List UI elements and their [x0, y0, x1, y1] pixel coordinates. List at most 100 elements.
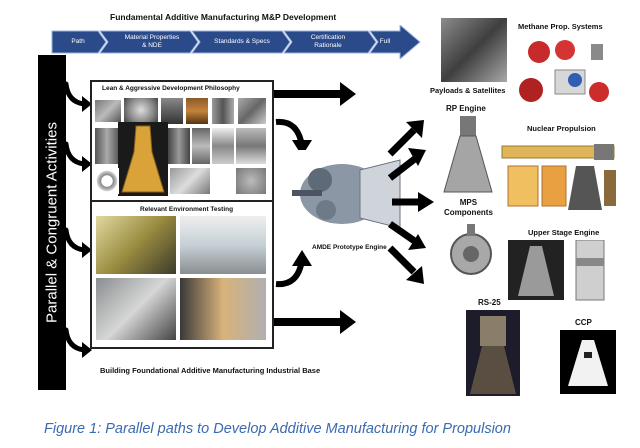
engine-pump-1: [308, 168, 332, 192]
step-path-label: Path: [71, 38, 85, 45]
photo-turbopump: [192, 128, 210, 164]
photo-ducts: [168, 128, 190, 164]
fan-arrow-2: [387, 155, 419, 181]
photo-parts-gray: [95, 100, 121, 122]
methane-tank-2: [555, 40, 575, 60]
chevron-step-4-shape: [283, 30, 377, 54]
step-material-label: Material Properties & NDE: [124, 34, 180, 49]
step-full-label: Full: [379, 38, 391, 45]
output-rp-engine: RP Engine: [446, 104, 486, 113]
curve-arrow-4: [63, 327, 87, 353]
mps-valve-center: [463, 246, 479, 262]
methane-tank-4: [589, 82, 609, 102]
rs25-body: [480, 316, 506, 346]
fan-head-1: [406, 120, 424, 138]
photo-satellite: [441, 18, 507, 82]
panel-to-center-arrows: [274, 82, 356, 334]
methane-blue: [568, 73, 582, 87]
output-mps: MPS Components: [444, 198, 493, 217]
photo-methane-system: [519, 40, 609, 102]
figure-caption: Figure 1: Parallel paths to Develop Addi…: [44, 421, 511, 437]
photo-gears: [238, 98, 266, 124]
arrow-bottom-shaft: [274, 318, 342, 326]
chevron-step-2-shape: [99, 30, 199, 54]
fan-head-5: [406, 266, 424, 284]
engine-line: [292, 190, 322, 196]
output-upper-stage: Upper Stage Engine: [528, 228, 600, 237]
arrow-curve-lower-head: [292, 250, 312, 266]
methane-tank-3: [519, 78, 543, 102]
mps-stem: [467, 224, 475, 236]
step-path: Path: [58, 38, 98, 46]
photo-impeller: [212, 128, 234, 164]
output-payloads: Payloads & Satellites: [430, 86, 506, 95]
arrow-top-shaft: [274, 90, 342, 98]
photo-manifold: [161, 98, 183, 124]
step-certification: Certification Rationale: [290, 34, 366, 50]
photo-small-parts: [170, 168, 210, 194]
header-title: Fundamental Additive Manufacturing M&P D…: [110, 12, 337, 22]
output-rs25: RS-25: [478, 298, 501, 307]
arrow-bottom-head: [340, 310, 356, 334]
chevron-step-5-shape: [369, 25, 421, 59]
engine-pump-2: [316, 200, 336, 220]
nozzle-gold-shape: [121, 125, 165, 193]
output-methane: Methane Prop. Systems: [518, 22, 603, 31]
panel-top-title: Lean & Aggressive Development Philosophy: [102, 85, 240, 92]
output-nuclear: Nuclear Propulsion: [527, 124, 596, 133]
photo-hot-fire-plume: [180, 278, 266, 340]
curve-arrowhead-1: [82, 96, 92, 112]
photo-nuclear: [501, 144, 616, 210]
step-material: Material Properties & NDE: [110, 34, 194, 50]
ccp-capsule: [568, 340, 608, 386]
panel-bottom-title: Relevant Environment Testing: [140, 206, 234, 213]
rp-top: [460, 116, 476, 136]
nuclear-rod-end: [594, 144, 614, 160]
rs25-nozzle: [470, 346, 516, 394]
arrow-top-head: [340, 82, 356, 106]
output-ccp: CCP: [575, 318, 592, 327]
upper-stage-band: [576, 258, 604, 266]
photo-test-cell: [96, 278, 176, 340]
process-chevron-band: [51, 25, 421, 59]
photo-rs25: [466, 310, 520, 396]
step-standards-label: Standards & Specs: [214, 38, 270, 45]
curve-arrowhead-2: [82, 156, 92, 172]
fan-arrow-4: [388, 221, 418, 245]
bar-curved-arrows: [63, 81, 92, 358]
center-engine-image: [282, 150, 404, 242]
rp-nozzle: [443, 135, 493, 193]
photo-ccp: [560, 330, 616, 394]
photo-test-stand-yellow: [96, 216, 176, 274]
fan-head-4: [408, 234, 426, 250]
step-certification-label: Certification Rationale: [310, 34, 346, 49]
center-label: AMDE Prototype Engine: [312, 244, 387, 251]
bottom-label: Building Foundational Additive Manufactu…: [100, 366, 321, 375]
vertical-label: Parallel & Congruent Activities: [43, 122, 61, 323]
curve-arrow-2: [63, 141, 87, 167]
fan-arrow-5: [387, 245, 417, 275]
nuclear-fuel: [604, 170, 616, 206]
curve-arrow-1: [63, 81, 87, 107]
step-standards: Standards & Specs: [200, 38, 284, 46]
nuclear-core-2: [541, 165, 567, 207]
chevron-step-3-shape: [191, 30, 291, 54]
curve-arrowhead-3: [82, 242, 92, 258]
photo-housings: [212, 98, 234, 124]
nuclear-core: [507, 165, 539, 207]
upper-nozzle: [518, 246, 554, 296]
vertical-bar: [38, 55, 66, 390]
step-full: Full: [372, 38, 398, 46]
photo-disc: [236, 168, 266, 194]
fanout-arrows: [387, 120, 434, 284]
photo-valve-orange: [186, 98, 208, 124]
fan-arrow-1: [387, 127, 417, 157]
methane-tank-1: [528, 41, 550, 63]
photo-rp-engine: [440, 114, 496, 194]
curve-arrow-3: [63, 227, 87, 253]
fan-head-3: [418, 192, 434, 212]
photo-ring: [95, 168, 119, 194]
nuclear-nozzle: [568, 166, 602, 210]
chevron-step-1-shape: [51, 30, 107, 54]
photo-nozzle-gray: [95, 128, 119, 164]
